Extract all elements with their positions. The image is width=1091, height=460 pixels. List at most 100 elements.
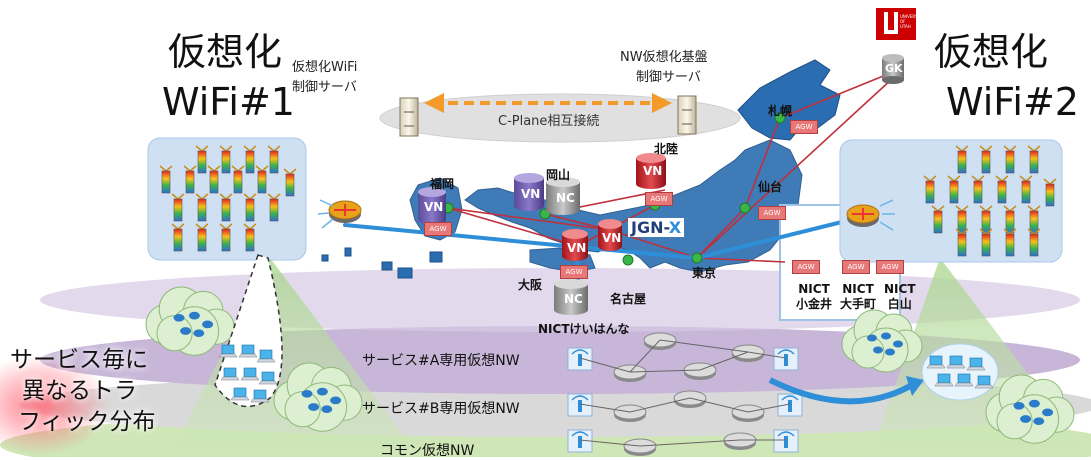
layer-link bbox=[629, 339, 661, 373]
access-point-icon bbox=[1027, 228, 1041, 257]
access-point-icon bbox=[1003, 228, 1017, 257]
nw-server-label-line1: NW仮想化基盤 bbox=[620, 50, 708, 65]
wifi2-title-line1: 仮想化 bbox=[934, 30, 1049, 74]
wifi2-ap-grid bbox=[923, 145, 1057, 257]
city-sendai: 仙台 bbox=[758, 180, 783, 194]
layer-link bbox=[747, 403, 791, 413]
nict-site-otemachi: NICT 大手町 bbox=[840, 282, 876, 312]
pc-icon bbox=[966, 357, 986, 371]
clouds bbox=[145, 286, 1075, 444]
access-point-icon bbox=[195, 193, 209, 222]
wifi1-ap-grid bbox=[159, 145, 297, 252]
migration-arrow bbox=[768, 377, 914, 405]
nc-okayama-cylinder bbox=[546, 177, 580, 215]
router bbox=[731, 404, 765, 422]
access-point-icon bbox=[207, 165, 221, 194]
access-point-icon bbox=[231, 165, 245, 194]
router bbox=[673, 390, 707, 408]
layer-service-a-label: サービス#A専用仮想NW bbox=[362, 353, 520, 369]
layer-link bbox=[579, 357, 631, 373]
nict-site-name: NICT bbox=[842, 282, 874, 296]
access-point-icon bbox=[267, 145, 281, 174]
cloud-right-lower bbox=[985, 374, 1075, 444]
utah-logo-text: UNIVERSITY OF UTAH bbox=[900, 14, 924, 29]
jgnx-logo: JGN-X bbox=[628, 218, 685, 237]
layer-link bbox=[579, 403, 631, 413]
vn-hokuriku-cylinder bbox=[636, 153, 666, 189]
traffic-note-line3: フィック分布 bbox=[18, 409, 156, 435]
gk-label: GK bbox=[885, 62, 903, 75]
access-point-icon bbox=[171, 193, 185, 222]
pc-icon bbox=[946, 355, 966, 369]
agw-tag: AGW bbox=[842, 260, 870, 274]
cloud-left-upper bbox=[145, 286, 235, 356]
agw-tag: AGW bbox=[792, 260, 820, 274]
access-point-icon bbox=[979, 228, 993, 257]
pc-icon bbox=[258, 371, 278, 385]
nc-osaka-label: NC bbox=[564, 292, 583, 306]
access-point-icon bbox=[243, 145, 257, 174]
city-hokuriku: 北陸 bbox=[654, 142, 679, 156]
access-point-icon bbox=[219, 145, 233, 174]
pc-icon bbox=[240, 367, 260, 381]
city-fukuoka: 福岡 bbox=[430, 177, 455, 191]
access-point-icon bbox=[267, 193, 281, 222]
pc-icon bbox=[256, 349, 276, 363]
access-point-icon bbox=[1003, 205, 1017, 234]
pc-icon bbox=[934, 373, 954, 387]
access-point-icon bbox=[243, 193, 257, 222]
traffic-note-line1: サービス毎に bbox=[10, 347, 148, 373]
pc-icon bbox=[954, 373, 974, 387]
wifi1-router bbox=[317, 199, 362, 229]
cplane-label: C-Plane相互接続 bbox=[498, 114, 600, 129]
router bbox=[613, 364, 647, 382]
layer-common-label: コモン仮想NW bbox=[380, 443, 475, 459]
nw-server-label-line2: 制御サーバ bbox=[636, 70, 701, 85]
access-point-icon bbox=[955, 228, 969, 257]
pc-icon bbox=[974, 375, 994, 389]
agw-tag: AGW bbox=[424, 222, 452, 236]
access-point-icon bbox=[947, 175, 961, 204]
pc-icon bbox=[230, 387, 250, 401]
layer-link bbox=[629, 397, 691, 413]
pc-icon bbox=[220, 367, 240, 381]
vn-nagoya-label: VN bbox=[602, 231, 622, 245]
wifi-control-server bbox=[399, 97, 419, 137]
pc-icon bbox=[218, 344, 238, 358]
layer-link bbox=[659, 339, 749, 353]
layer-link bbox=[639, 439, 741, 447]
access-point-icon bbox=[183, 165, 197, 194]
pc-icon bbox=[926, 355, 946, 369]
access-point-icon bbox=[1043, 178, 1057, 207]
nict-site-name: NICT bbox=[884, 282, 916, 296]
access-point-icon bbox=[195, 145, 209, 174]
wifi2-router bbox=[846, 199, 895, 231]
agw-tag: AGW bbox=[758, 206, 786, 220]
nw-control-server bbox=[677, 95, 697, 135]
cloud-right-upper bbox=[841, 309, 923, 373]
vn-fukuoka-label: VN bbox=[424, 200, 444, 214]
jgnx-text-main: JGN- bbox=[631, 218, 669, 237]
jgnx-text-x: X bbox=[668, 218, 682, 237]
agw-tag: AGW bbox=[560, 265, 588, 279]
wifi1-title-line2: WiFi#1 bbox=[162, 80, 295, 124]
traffic-glow bbox=[0, 355, 110, 455]
city-tokyo: 東京 bbox=[692, 266, 717, 280]
city-okayama: 岡山 bbox=[546, 168, 571, 182]
router bbox=[723, 432, 757, 450]
city-nagoya: 名古屋 bbox=[610, 292, 647, 306]
nict-site-location: 大手町 bbox=[840, 297, 877, 311]
access-point-icon bbox=[995, 175, 1009, 204]
service-a-ap-left bbox=[567, 347, 593, 371]
city-nict-keihanna: NICTけいはんな bbox=[538, 322, 630, 336]
access-point-icon bbox=[255, 165, 269, 194]
access-point-icon bbox=[979, 145, 993, 174]
nict-site-location: 小金井 bbox=[796, 297, 833, 311]
access-point-icon bbox=[955, 205, 969, 234]
router bbox=[623, 438, 657, 456]
router bbox=[613, 404, 647, 422]
access-point-icon bbox=[971, 175, 985, 204]
access-point-icon bbox=[1027, 205, 1041, 234]
access-point-icon bbox=[219, 193, 233, 222]
